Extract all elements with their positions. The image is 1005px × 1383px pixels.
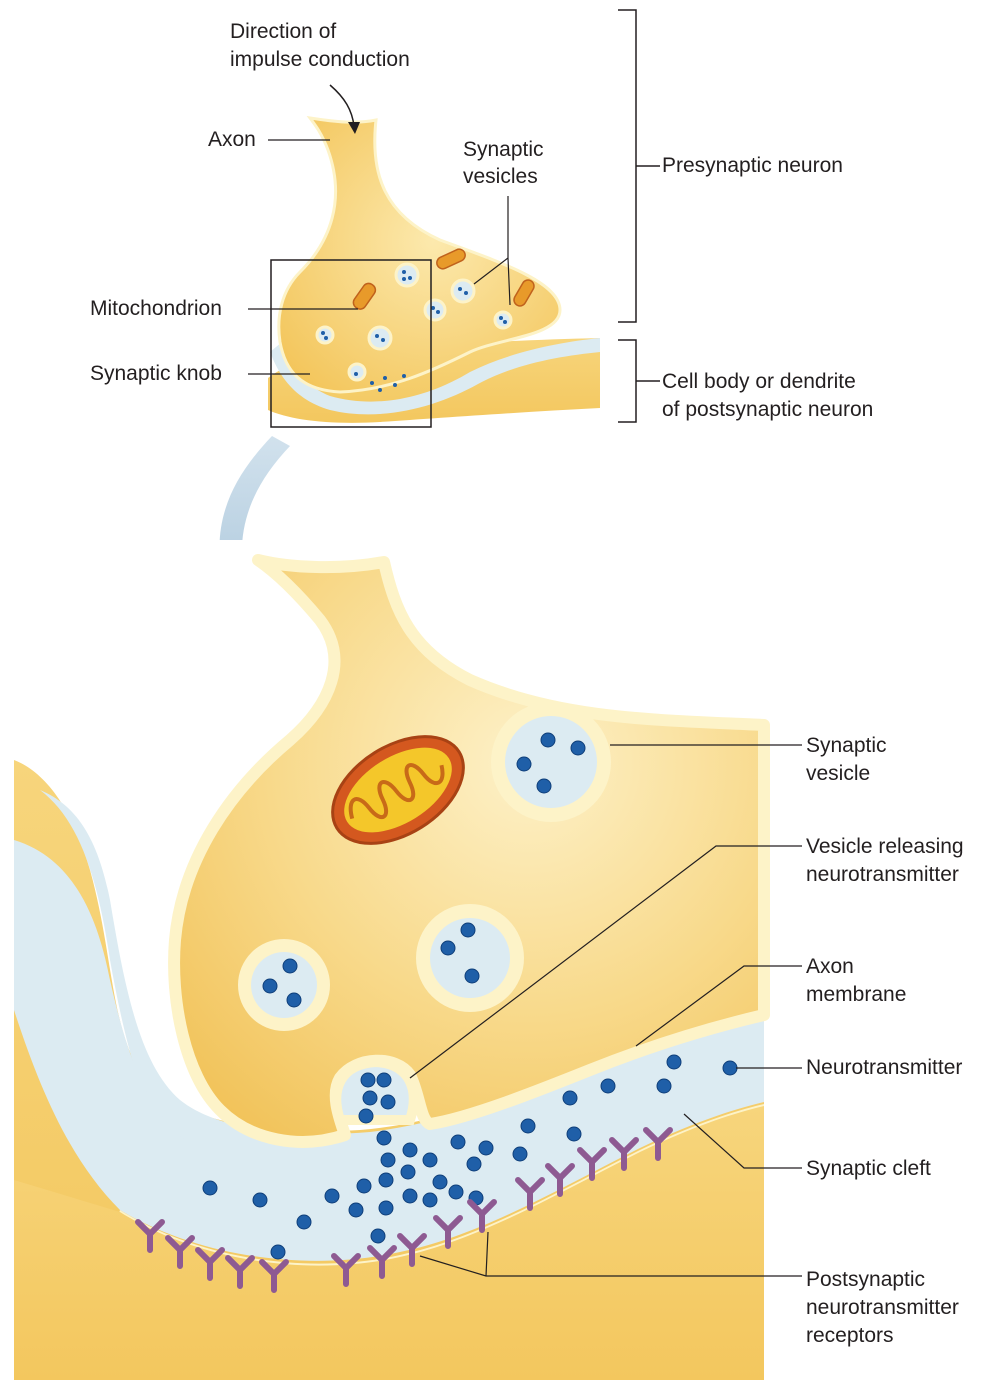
label-axon-membrane-line1: Axon xyxy=(806,953,854,980)
label-synaptic-vesicle-line2: vesicle xyxy=(806,760,870,787)
label-vesicle-releasing-line1: Vesicle releasing xyxy=(806,833,964,860)
label-synaptic-vesicles-line2: vesicles xyxy=(463,163,538,190)
label-presynaptic-neuron: Presynaptic neuron xyxy=(662,152,843,179)
label-direction-line2: impulse conduction xyxy=(230,46,410,73)
label-synaptic-vesicles-line1: Synaptic xyxy=(463,136,544,163)
label-direction-line1: Direction of xyxy=(230,18,336,45)
label-postsynaptic-cell-line1: Cell body or dendrite xyxy=(662,368,856,395)
label-synaptic-vesicle-line1: Synaptic xyxy=(806,732,887,759)
label-axon: Axon xyxy=(208,126,256,153)
label-postsynaptic-cell-line2: of postsynaptic neuron xyxy=(662,396,873,423)
label-receptors-line3: receptors xyxy=(806,1322,894,1349)
label-axon-membrane-line2: membrane xyxy=(806,981,906,1008)
label-synaptic-knob: Synaptic knob xyxy=(90,360,222,387)
presynaptic-bracket xyxy=(618,10,660,322)
postsynaptic-bracket xyxy=(618,340,660,422)
label-receptors-line1: Postsynaptic xyxy=(806,1266,925,1293)
label-neurotransmitter: Neurotransmitter xyxy=(806,1054,962,1081)
label-receptors-line2: neurotransmitter xyxy=(806,1294,959,1321)
releasing-vesicle xyxy=(336,1062,413,1120)
label-mitochondrion: Mitochondrion xyxy=(90,295,222,322)
label-vesicle-releasing-line2: neurotransmitter xyxy=(806,861,959,888)
label-synaptic-cleft: Synaptic cleft xyxy=(806,1155,931,1182)
detail-diagram xyxy=(14,540,802,1380)
